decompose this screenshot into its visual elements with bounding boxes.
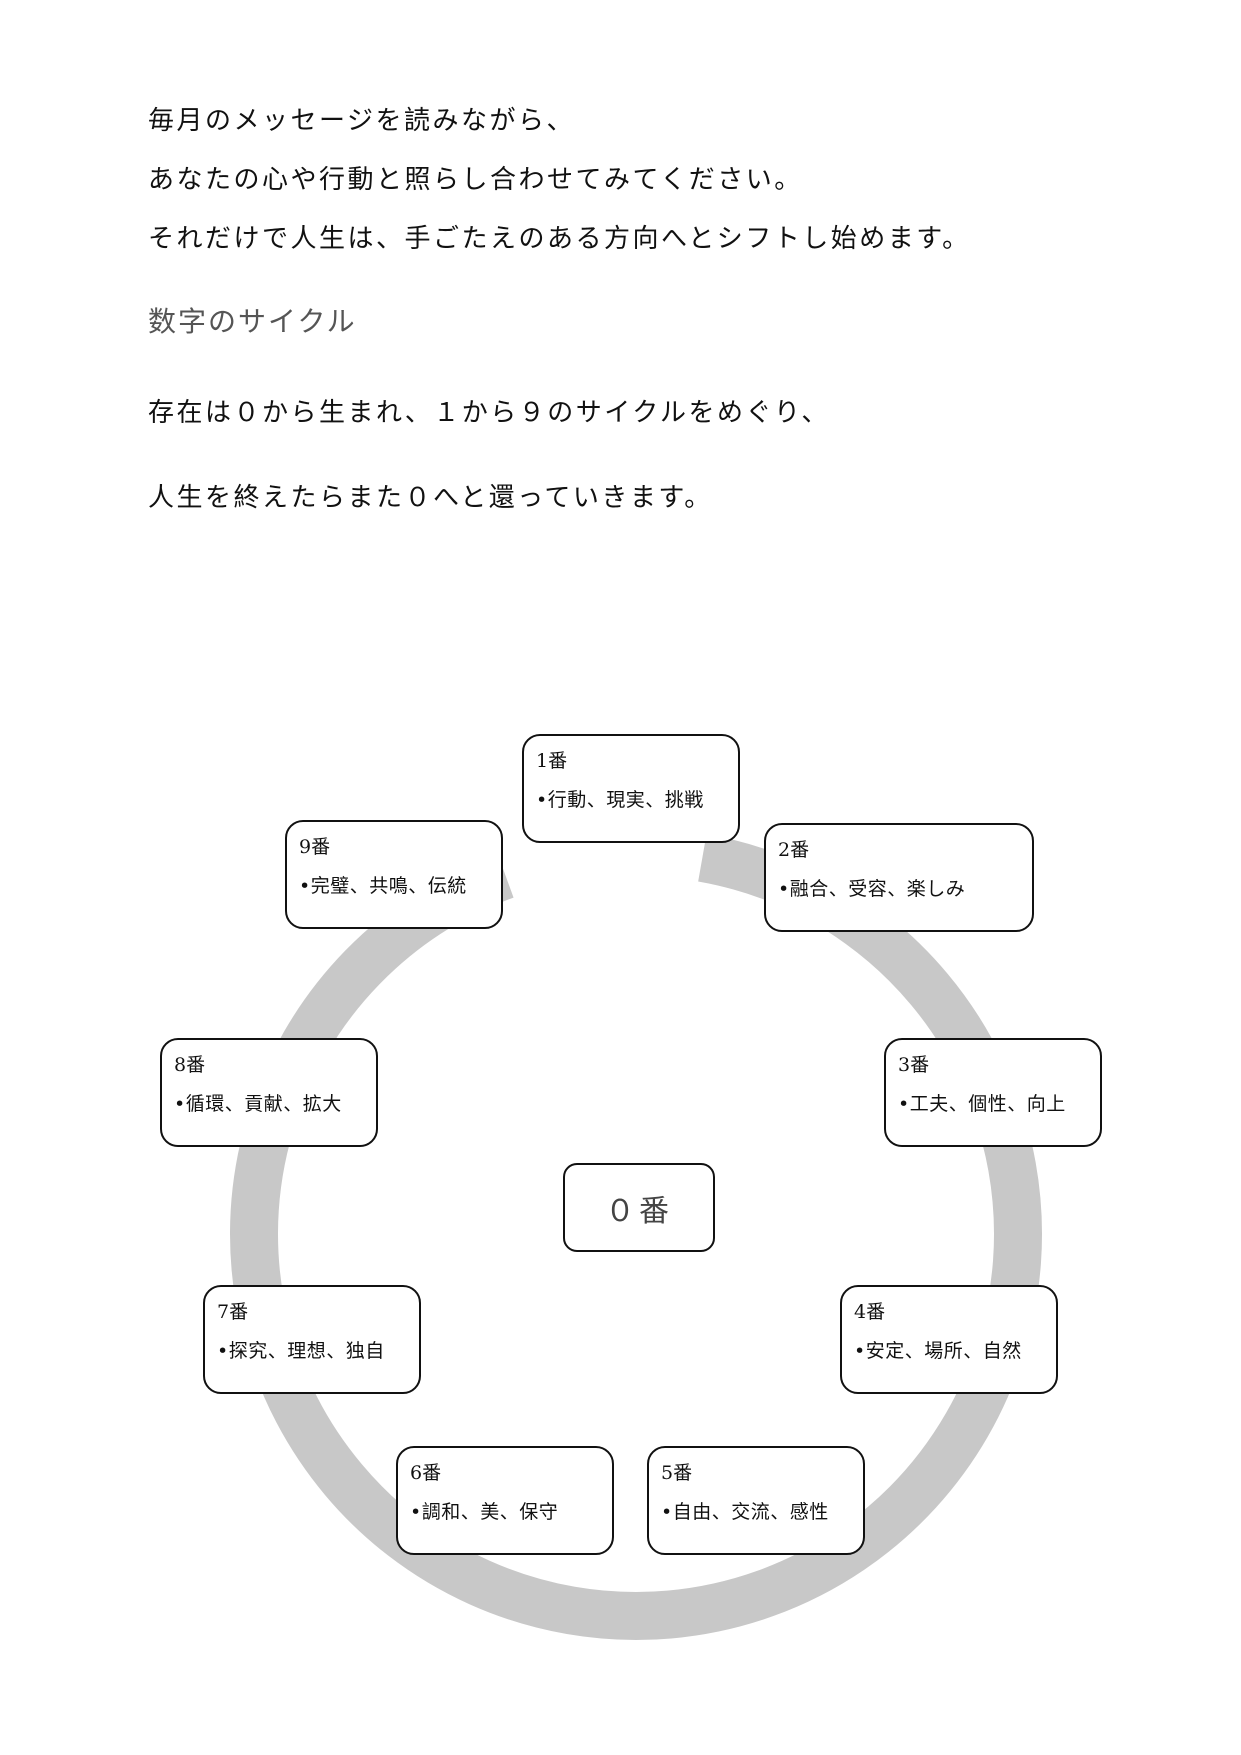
- cycle-node-4: 4番 •安定、場所、自然: [840, 1285, 1058, 1394]
- node-keywords: •調和、美、保守: [410, 1501, 559, 1523]
- cycle-node-6: 6番 •調和、美、保守: [396, 1446, 614, 1555]
- node-number: 4番: [854, 1301, 886, 1323]
- node-keywords: •自由、交流、感性: [661, 1501, 829, 1523]
- node-number: 3番: [898, 1054, 930, 1076]
- section-heading: 数字のサイクル: [148, 305, 357, 338]
- node-keywords: •融合、受容、楽しみ: [778, 878, 966, 900]
- node-keywords: •安定、場所、自然: [854, 1340, 1022, 1362]
- node-number: 8番: [174, 1054, 206, 1076]
- node-number: 2番: [778, 839, 810, 861]
- cycle-node-8: 8番 •循環、貢献、拡大: [160, 1038, 378, 1147]
- node-number: 5番: [661, 1462, 693, 1484]
- node-number: 7番: [217, 1301, 249, 1323]
- node-number: 1番: [536, 750, 568, 772]
- section-paragraph-2: 人生を終えたらまた０へと還っていきます。: [148, 483, 713, 513]
- node-keywords: •完璧、共鳴、伝統: [299, 875, 467, 897]
- section-paragraph-1: 存在は０から生まれ、１から９のサイクルをめぐり、: [148, 398, 830, 428]
- center-node-zero: ０番: [563, 1163, 715, 1252]
- node-keywords: •行動、現実、挑戦: [536, 789, 704, 811]
- cycle-node-1: 1番 •行動、現実、挑戦: [522, 734, 740, 843]
- node-keywords: •工夫、個性、向上: [898, 1093, 1066, 1115]
- intro-line-2: あなたの心や行動と照らし合わせてみてください。: [148, 165, 803, 195]
- cycle-node-9: 9番 •完璧、共鳴、伝統: [285, 820, 503, 929]
- cycle-node-3: 3番 •工夫、個性、向上: [884, 1038, 1102, 1147]
- node-number: 9番: [299, 836, 331, 858]
- cycle-node-5: 5番 •自由、交流、感性: [647, 1446, 865, 1555]
- intro-line-1: 毎月のメッセージを読みながら、: [148, 106, 575, 136]
- node-keywords: •循環、貢献、拡大: [174, 1093, 342, 1115]
- intro-line-3: それだけで人生は、手ごたえのある方向へとシフトし始めます。: [148, 224, 971, 254]
- cycle-node-2: 2番 •融合、受容、楽しみ: [764, 823, 1034, 932]
- node-number: 6番: [410, 1462, 442, 1484]
- cycle-node-7: 7番 •探究、理想、独自: [203, 1285, 421, 1394]
- node-keywords: •探究、理想、独自: [217, 1340, 385, 1362]
